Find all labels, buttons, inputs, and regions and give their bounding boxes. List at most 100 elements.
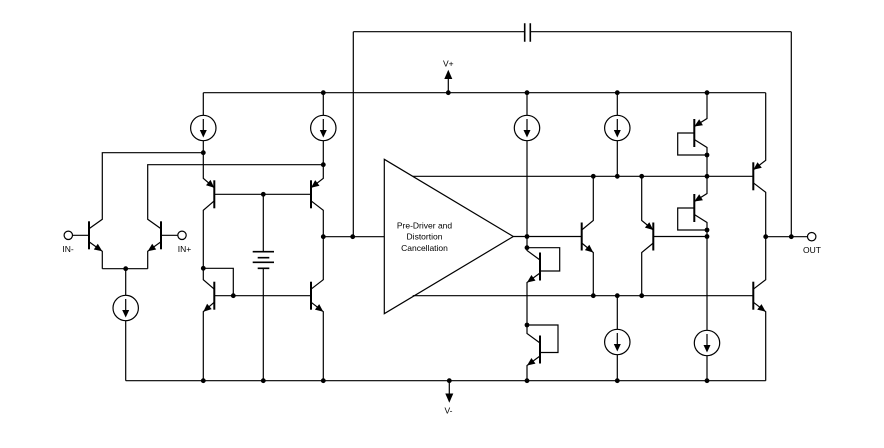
- bias-battery: [252, 194, 274, 381]
- junction-dot: [614, 293, 620, 299]
- vminus-rail: V-: [125, 380, 766, 416]
- current-source-tail: [112, 294, 139, 381]
- capacitor-icon: [523, 23, 532, 42]
- diode-loop-wire: [527, 324, 559, 354]
- common-emitter-wire: [102, 268, 148, 296]
- junction-dot: [704, 152, 710, 158]
- emitter-arrow-icon: [203, 303, 212, 312]
- junction-dots: [123, 90, 794, 384]
- emitter-arrow-icon: [644, 222, 654, 230]
- second-stage: [190, 92, 385, 381]
- transistor-pnp-diode-bottom: [677, 176, 708, 237]
- collector-wire: [581, 176, 594, 231]
- junction-dot: [614, 378, 620, 384]
- collector-wire: [310, 279, 324, 290]
- diode-loop-wire: [527, 247, 561, 272]
- current-source-arrow-icon: [199, 130, 207, 138]
- junction-dot: [320, 378, 326, 384]
- junction-dot: [704, 227, 710, 233]
- junction-dot: [763, 234, 769, 240]
- junction-dot: [524, 245, 530, 251]
- transistor-npn-diode-1: [526, 236, 561, 325]
- input-stage: IN- IN+: [62, 152, 324, 381]
- current-source-bottom-1: [603, 295, 631, 381]
- emitter-wire: [641, 176, 654, 231]
- in-pos-terminal: [177, 230, 187, 241]
- collector-wire: [202, 200, 215, 269]
- in-pos-label: IN+: [178, 244, 192, 254]
- current-source-arrow-icon: [703, 345, 711, 353]
- transistor-pnp-diode-top: [677, 92, 708, 177]
- out-terminal: [806, 231, 817, 242]
- emitter-arrow-icon: [311, 180, 320, 188]
- junction-dot: [320, 90, 326, 96]
- junction-dot: [590, 173, 596, 179]
- junction-dot: [260, 191, 266, 197]
- transistor-npn-mirror-left: [202, 268, 216, 381]
- transistor-pnp-cascode-left: [202, 152, 216, 269]
- emitter-arrow-icon: [527, 275, 536, 283]
- current-source-arrow-icon: [613, 130, 621, 138]
- collector-wire: [641, 242, 654, 296]
- junction-dot: [260, 378, 266, 384]
- in-neg-label: IN-: [62, 244, 74, 254]
- junction-dot: [788, 234, 794, 240]
- compensation-capacitor: [352, 23, 792, 237]
- junction-dot: [524, 90, 530, 96]
- junction-dot: [200, 378, 206, 384]
- vminus-arrow-icon: [445, 393, 454, 403]
- junction-dot: [524, 378, 530, 384]
- emitter-arrow-icon: [584, 244, 594, 253]
- transistor-pnp-cascode-right: [310, 164, 324, 280]
- emitter-wire: [147, 241, 162, 269]
- collector-wire: [752, 236, 767, 290]
- current-source-arrow-icon: [523, 130, 531, 138]
- junction-dot: [639, 293, 645, 299]
- vplus-label: V+: [443, 59, 454, 69]
- emitter-wire: [310, 301, 324, 381]
- collector-wire: [147, 164, 324, 230]
- vplus-rail: V+: [203, 59, 766, 94]
- emitter-arrow-icon: [314, 304, 324, 312]
- predriver-text-line3: Cancellation: [401, 243, 448, 253]
- junction-dot: [320, 234, 326, 240]
- bias-driver-section: [513, 92, 721, 381]
- transistor-npn-diode-2: [526, 324, 559, 381]
- transistor-npn-input-left: [88, 152, 204, 269]
- collector-wire: [752, 182, 767, 237]
- transistor-npn-mirror-right: [310, 279, 324, 381]
- junction-dot: [704, 234, 710, 239]
- emitter-wire: [202, 301, 215, 381]
- collector-wire: [202, 268, 215, 290]
- battery-icon: [252, 250, 274, 270]
- collector-wire: [88, 152, 204, 230]
- junction-dot: [524, 234, 530, 239]
- predriver-text-line2: Distortion: [407, 232, 443, 242]
- collector-wire: [310, 200, 324, 280]
- junction-dot: [704, 378, 710, 384]
- junction-dot: [639, 173, 645, 179]
- junction-dot: [446, 378, 452, 384]
- vminus-label: V-: [444, 406, 452, 416]
- emitter-wire: [752, 92, 767, 171]
- emitter-arrow-icon: [147, 243, 157, 252]
- emitter-arrow-icon: [694, 119, 703, 127]
- transistor-npn-input-right: [147, 164, 324, 269]
- emitter-arrow-icon: [753, 162, 762, 170]
- junction-dot: [350, 234, 356, 240]
- predriver-text-line1: Pre-Driver and: [397, 220, 453, 230]
- current-source-bottom-2: [693, 236, 721, 381]
- diode-connect-wire: [203, 267, 234, 296]
- current-source-arrow-icon: [122, 310, 130, 318]
- current-source-arrow-icon: [319, 130, 327, 138]
- amplifier-triangle-icon: [383, 158, 515, 315]
- emitter-arrow-icon: [93, 243, 103, 252]
- emitter-wire: [752, 301, 767, 381]
- current-source-top-3: [513, 92, 541, 237]
- transistor-npn-driver: [580, 176, 594, 296]
- emitter-arrow-icon: [757, 304, 766, 312]
- out-label: OUT: [803, 245, 821, 255]
- junction-dot: [123, 266, 129, 272]
- emitter-arrow-icon: [527, 358, 536, 366]
